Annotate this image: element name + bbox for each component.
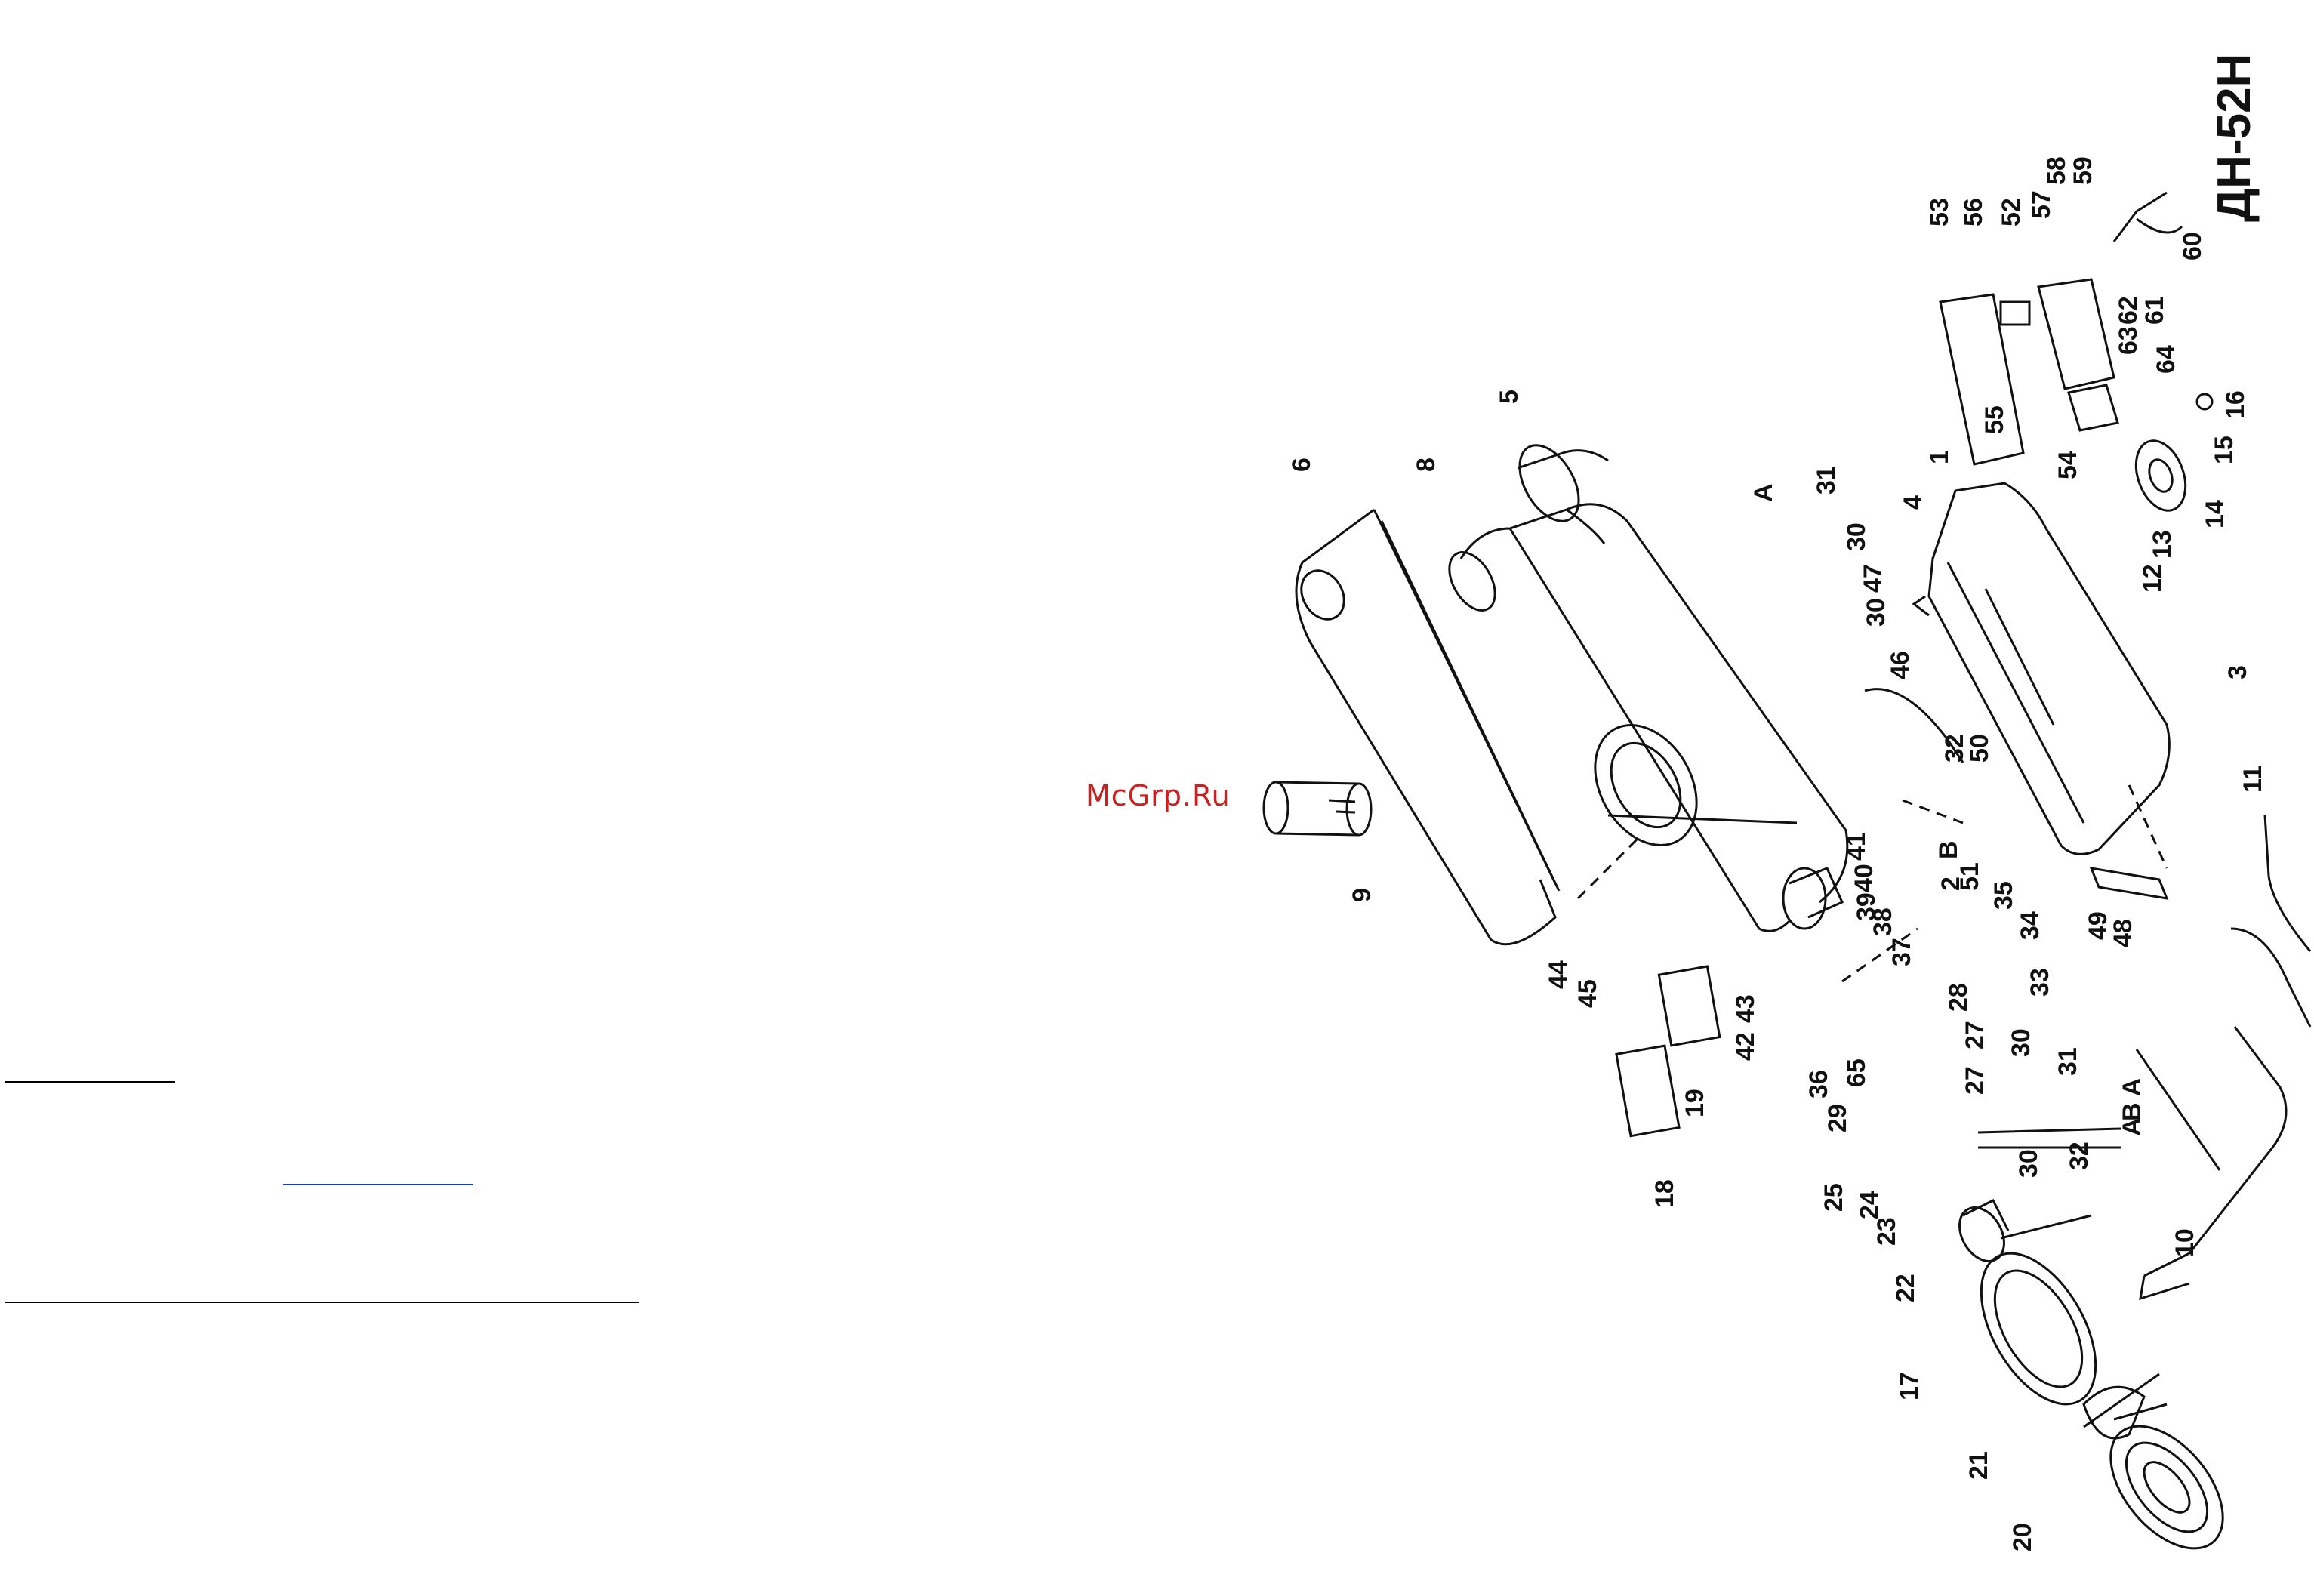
callout-label: 50 — [1965, 734, 1994, 763]
callout-label: 39 — [1852, 892, 1881, 921]
callout-label: 37 — [1887, 938, 1916, 966]
callout-label: 9 — [1348, 888, 1376, 902]
callout-label: 48 — [2109, 919, 2137, 947]
callout-label: 28 — [1944, 983, 1973, 1012]
callout-label: 52 — [1997, 198, 2026, 226]
callout-label: 30 — [2007, 1028, 2035, 1057]
callout-label: 43 — [1731, 994, 1760, 1023]
filter-cylinder — [1264, 782, 1371, 835]
callout-label: 29 — [1823, 1104, 1852, 1132]
callout-label: 27 — [1961, 1066, 1989, 1095]
combustion-chamber — [1440, 435, 1847, 931]
callout-label: 12 — [2138, 564, 2167, 593]
callout-label: 33 — [2026, 968, 2054, 997]
callout-label: 41 — [1842, 832, 1871, 861]
callout-label: 31 — [1812, 466, 1841, 495]
callout-label: 1 — [1925, 450, 1954, 464]
callout-label: 30 — [1842, 522, 1871, 551]
callout-label: 25 — [1819, 1183, 1848, 1212]
fan-housing — [1958, 1215, 2159, 1427]
bracket-48 — [2091, 868, 2167, 898]
callout-label: 14 — [2201, 500, 2229, 528]
callout-label: 45 — [1573, 979, 1602, 1008]
callout-label: 59 — [2069, 156, 2097, 185]
wheel — [2127, 394, 2212, 517]
callout-label: 17 — [1895, 1372, 1924, 1400]
callout-label: 21 — [1964, 1451, 1993, 1480]
callout-label: 60 — [2178, 232, 2207, 260]
callout-label: 55 — [1980, 405, 2009, 434]
callout-label: 56 — [1959, 198, 1988, 226]
callout-label: 8 — [1412, 458, 1440, 472]
callout-label: 6 — [1287, 458, 1316, 472]
callout-label: B A — [2118, 1078, 2146, 1121]
callout-label: 30 — [2014, 1149, 2043, 1178]
callout-label: 40 — [1850, 864, 1878, 892]
callout-label: 15 — [2210, 436, 2239, 464]
callout-label: 51 — [1955, 862, 1984, 891]
callout-label: 34 — [2016, 911, 2044, 940]
callout-label: 10 — [2171, 1228, 2199, 1257]
callout-label: 57 — [2027, 190, 2056, 219]
callout-label: 13 — [2148, 530, 2177, 559]
callout-label: 20 — [2008, 1523, 2037, 1551]
callout-label: 16 — [2221, 390, 2250, 419]
callout-label: 27 — [1961, 1021, 1989, 1049]
callout-label: 30 — [1862, 598, 1890, 627]
plate-19 — [1659, 966, 1720, 1046]
callout-label: 5 — [1495, 390, 1524, 404]
callout-label: 22 — [1891, 1274, 1920, 1302]
plate-18 — [1616, 1046, 1679, 1136]
callout-label: 49 — [2084, 911, 2112, 940]
callout-label: 65 — [1842, 1058, 1871, 1087]
callout-label: 64 — [2152, 345, 2180, 374]
callout-label: 4 — [1899, 495, 1927, 510]
callout-label: 61 — [2140, 296, 2169, 325]
fan-guard — [2089, 1406, 2245, 1569]
callout-label: 35 — [1989, 881, 2018, 910]
callout-label: 63 — [2114, 326, 2143, 355]
callout-label: 46 — [1886, 651, 1915, 679]
callout-label: 62 — [2114, 296, 2143, 325]
callout-label: 42 — [1731, 1032, 1760, 1061]
callout-label: 18 — [1650, 1179, 1679, 1208]
callout-label: 47 — [1859, 564, 1887, 593]
callout-label: B — [1934, 840, 1963, 859]
callout-label: A — [1749, 483, 1778, 502]
callout-label: 23 — [1872, 1217, 1901, 1246]
callout-label: 54 — [2054, 451, 2082, 479]
lower-shell-pan — [1914, 483, 2169, 854]
control-box — [1940, 193, 2182, 464]
callout-label: 44 — [1544, 960, 1573, 989]
callout-label: 11 — [2239, 766, 2267, 793]
callout-label: 58 — [2042, 156, 2071, 185]
callout-label: 19 — [1681, 1089, 1709, 1117]
callout-label: 31 — [2054, 1047, 2082, 1076]
callout-label: 36 — [1804, 1070, 1833, 1098]
outer-shell-half — [1293, 510, 1559, 944]
callout-label: 32 — [2065, 1142, 2094, 1170]
callout-label: 3 — [2223, 665, 2252, 679]
motor — [1950, 1200, 2013, 1269]
callout-label: 24 — [1855, 1191, 1884, 1219]
callout-label: 53 — [1925, 198, 1954, 226]
